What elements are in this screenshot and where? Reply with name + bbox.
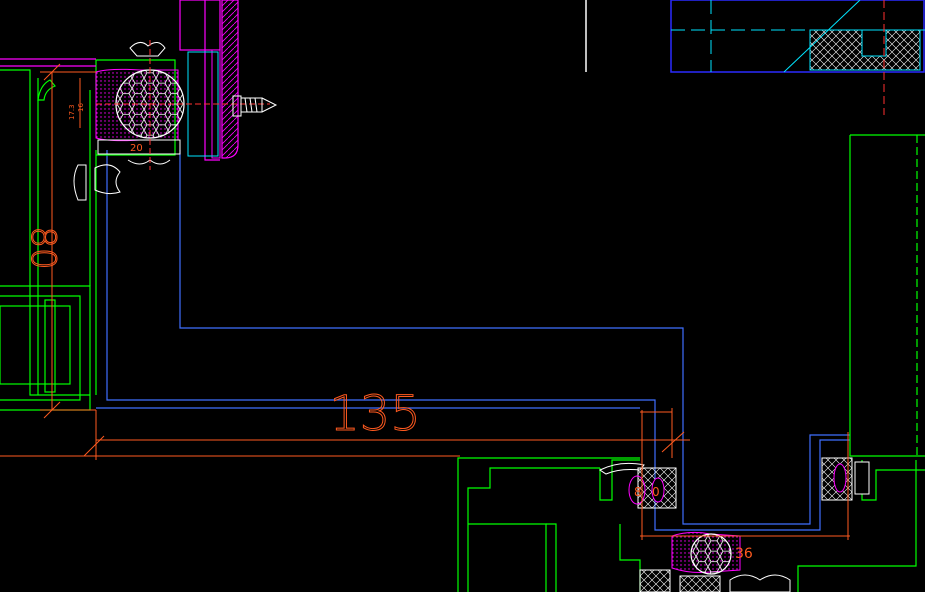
- small-gap-a-label: 17.3: [68, 104, 76, 120]
- left-height-dimension: [40, 63, 96, 419]
- bottom-right-frame: [457, 134, 925, 592]
- main-frame-outline: [96, 150, 850, 531]
- right-width-dimension: [640, 410, 850, 540]
- right-width-label: 36: [735, 546, 753, 562]
- screw-fastener: [232, 95, 278, 117]
- left-height-label: 80: [23, 226, 63, 269]
- top-panel-edge: [187, 0, 239, 159]
- insert-a-label: 8: [634, 485, 642, 499]
- right-glass-gasket: [599, 457, 870, 509]
- gasket-width-label: 20: [130, 143, 143, 154]
- small-gap-b-label: 16: [77, 103, 85, 112]
- top-right-frame-block: [585, 0, 925, 115]
- bottom-gasket: [639, 531, 791, 592]
- insert-b-label: 0: [652, 485, 660, 499]
- top-left-gasket: 20: [73, 40, 270, 201]
- overall-width-dimension: [0, 408, 690, 460]
- small-gap-dimension: 17.3 16: [68, 78, 85, 128]
- overall-width-label: 135: [329, 386, 421, 442]
- glass-edge-lines: [0, 0, 221, 161]
